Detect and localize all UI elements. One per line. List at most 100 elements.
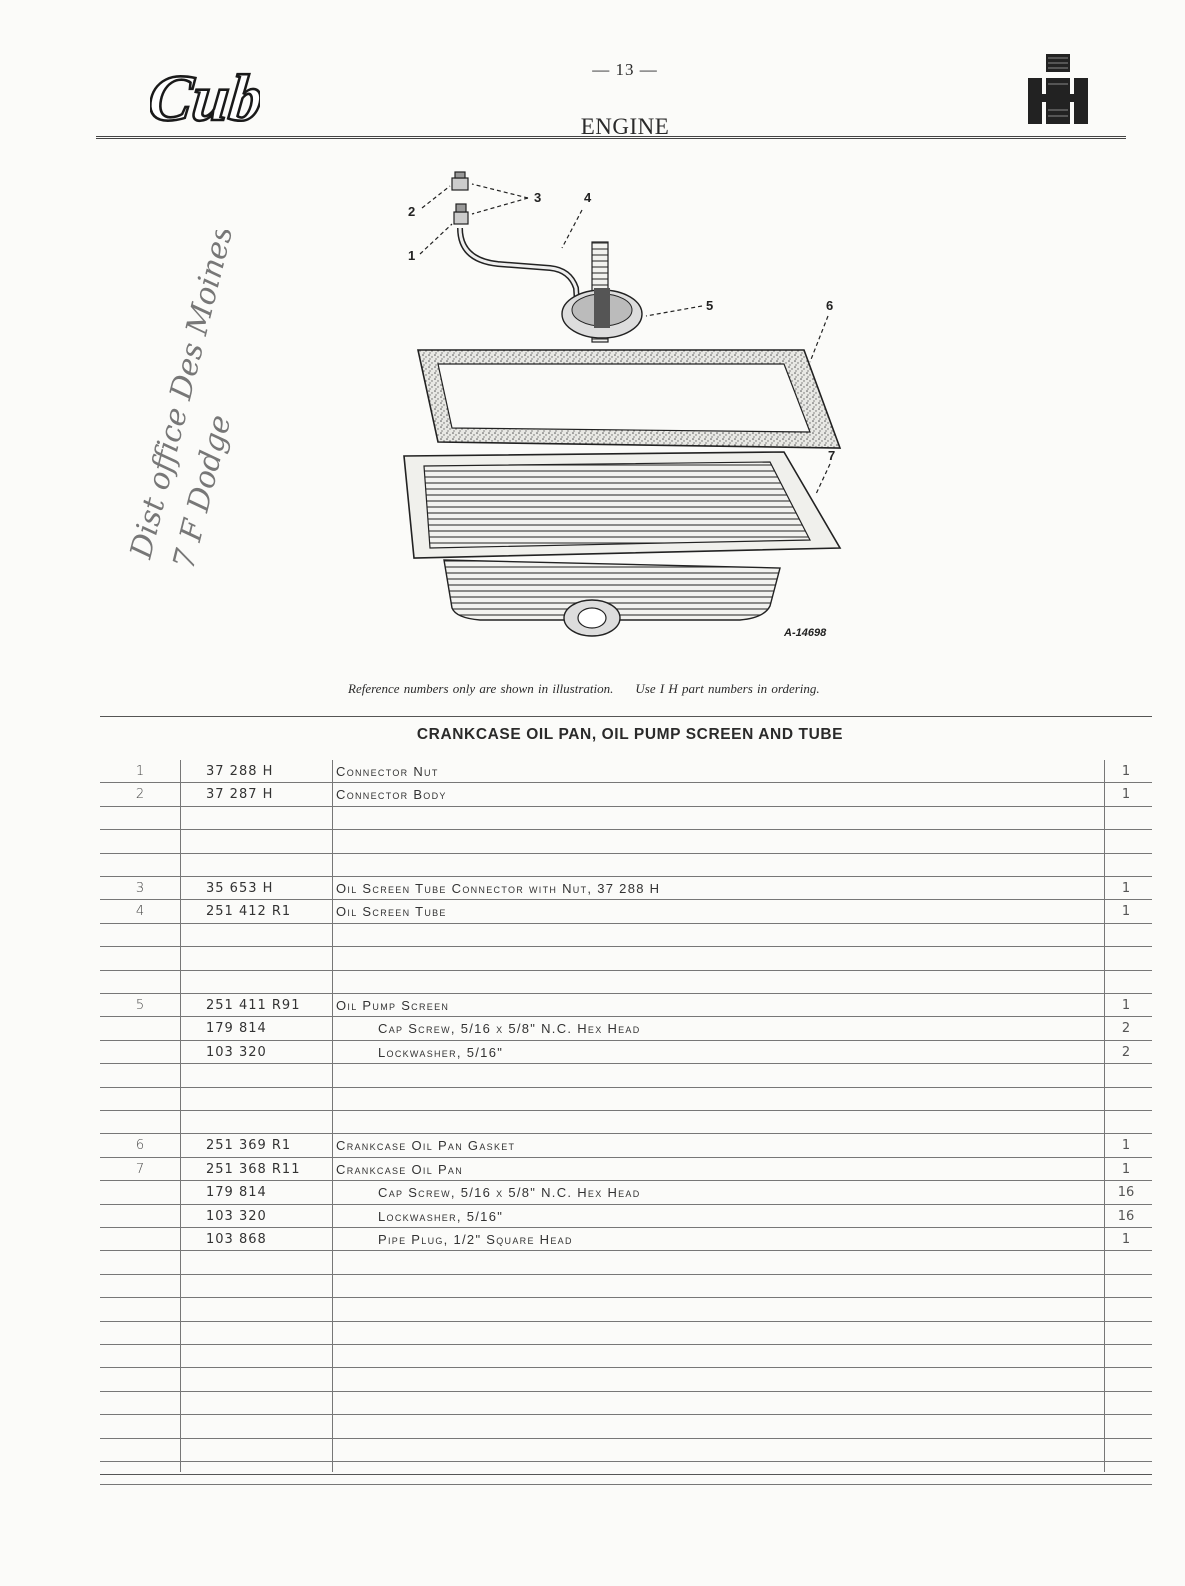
- quantity-cell: [1104, 1321, 1148, 1344]
- quantity-cell: 1: [1121, 1138, 1131, 1154]
- table-title: CRANKCASE OIL PAN, OIL PUMP SCREEN AND T…: [416, 726, 844, 743]
- header-rule: [96, 136, 1126, 139]
- part-number-cell: [180, 1438, 332, 1461]
- oil-pan-exploded-diagram: 1 2 3 4 5 6 7 A-14698: [403, 171, 842, 639]
- quantity-cell: [1104, 946, 1148, 969]
- description-cell: [332, 923, 1104, 946]
- part-number-cell: [180, 1367, 332, 1390]
- quantity-cell: [1104, 1414, 1148, 1437]
- quantity-cell: [1104, 1087, 1148, 1110]
- table-row: [100, 1110, 1152, 1135]
- column-divider: [180, 760, 181, 1472]
- description-cell: [332, 1063, 1104, 1086]
- part-number-cell: 103 320: [206, 1044, 267, 1060]
- table-row: [100, 1250, 1152, 1275]
- quantity-cell: 2: [1121, 1021, 1131, 1037]
- oil-pan-gasket: [417, 349, 842, 449]
- ref-number-cell: 3: [135, 881, 145, 896]
- quantity-cell: 16: [1117, 1185, 1135, 1201]
- table-row: [100, 1438, 1152, 1462]
- table-row: [100, 1391, 1152, 1416]
- callout-3: 3: [534, 190, 541, 205]
- part-number-cell: 103 320: [206, 1208, 267, 1224]
- quantity-cell: 16: [1117, 1208, 1135, 1224]
- quantity-cell: [1104, 1438, 1148, 1461]
- part-number-cell: [180, 1274, 332, 1297]
- part-number-cell: [180, 1461, 332, 1484]
- ref-number-cell: [100, 1367, 180, 1390]
- connector-nut: [451, 171, 469, 191]
- caption-reference-note: Reference numbers only are shown in illu…: [348, 681, 614, 696]
- description-cell: Connector Nut: [336, 764, 439, 779]
- quantity-cell: [1104, 853, 1148, 876]
- part-number-cell: [180, 1110, 332, 1133]
- description-cell: Oil Screen Tube: [336, 904, 447, 920]
- description-cell: Connector Body: [336, 787, 447, 803]
- table-row: [100, 1367, 1152, 1392]
- quantity-cell: 1: [1121, 998, 1131, 1013]
- table-row: [100, 806, 1152, 831]
- section-title: ENGINE: [580, 114, 670, 139]
- part-number-cell: [180, 1391, 332, 1414]
- ref-number-cell: 7: [135, 1161, 145, 1177]
- quantity-cell: [1104, 923, 1148, 946]
- description-cell: [332, 1367, 1104, 1390]
- ref-number-cell: [100, 1344, 180, 1367]
- part-number-cell: [180, 946, 332, 969]
- description-cell: [332, 946, 1104, 969]
- part-number-cell: 37 288 H: [206, 764, 274, 779]
- quantity-cell: [1104, 1367, 1148, 1390]
- quantity-cell: 1: [1121, 1161, 1131, 1177]
- table-row: [100, 1087, 1152, 1111]
- table-row: [100, 946, 1152, 971]
- description-cell: [332, 1391, 1104, 1414]
- part-number-cell: [180, 806, 332, 829]
- handwritten-note: Dist office Des Moines 7 F Dodge: [124, 230, 241, 573]
- ih-logo: [1028, 54, 1088, 124]
- svg-text:Cub: Cub: [150, 62, 260, 135]
- part-number-cell: [180, 1063, 332, 1086]
- part-number-cell: [180, 1414, 332, 1437]
- part-number-cell: [180, 1250, 332, 1273]
- callout-7: 7: [828, 448, 835, 463]
- table-row: [100, 1461, 1152, 1486]
- part-number-cell: [180, 853, 332, 876]
- illustration-caption: Reference numbers only are shown in illu…: [348, 681, 820, 697]
- quantity-cell: 1: [1121, 787, 1131, 803]
- ref-number-cell: [100, 1391, 180, 1414]
- part-number-cell: 37 287 H: [206, 787, 274, 803]
- quantity-cell: [1104, 806, 1148, 829]
- table-row: [100, 853, 1152, 877]
- quantity-cell: [1104, 1110, 1148, 1133]
- table-row: [100, 970, 1152, 994]
- ref-number-cell: [100, 1297, 180, 1320]
- ref-number-cell: 1: [135, 764, 145, 779]
- quantity-cell: 1: [1121, 881, 1131, 896]
- connector-body: [453, 203, 469, 225]
- ref-number-cell: [100, 1414, 180, 1437]
- page-number: — 13 —: [592, 60, 658, 79]
- description-cell: [332, 806, 1104, 829]
- part-number-cell: 179 814: [206, 1021, 267, 1037]
- quantity-cell: [1104, 970, 1148, 993]
- ref-number-cell: [100, 1087, 180, 1110]
- part-number-cell: 251 369 R1: [206, 1138, 292, 1154]
- ref-number-cell: [100, 1250, 180, 1273]
- description-cell: [332, 1274, 1104, 1297]
- part-number-cell: [180, 1087, 332, 1110]
- ref-number-cell: [100, 806, 180, 829]
- ref-number-cell: [100, 1040, 180, 1063]
- oil-pump-screen: [561, 241, 643, 343]
- description-cell: [332, 1438, 1104, 1461]
- ref-number-cell: 2: [135, 787, 145, 803]
- part-number-cell: [180, 1344, 332, 1367]
- part-number-cell: [180, 829, 332, 852]
- cub-logo: Cub: [150, 61, 260, 136]
- crankcase-oil-pan: [403, 451, 842, 637]
- description-cell: Crankcase Oil Pan Gasket: [336, 1138, 516, 1154]
- part-number-cell: 251 411 R91: [206, 998, 301, 1013]
